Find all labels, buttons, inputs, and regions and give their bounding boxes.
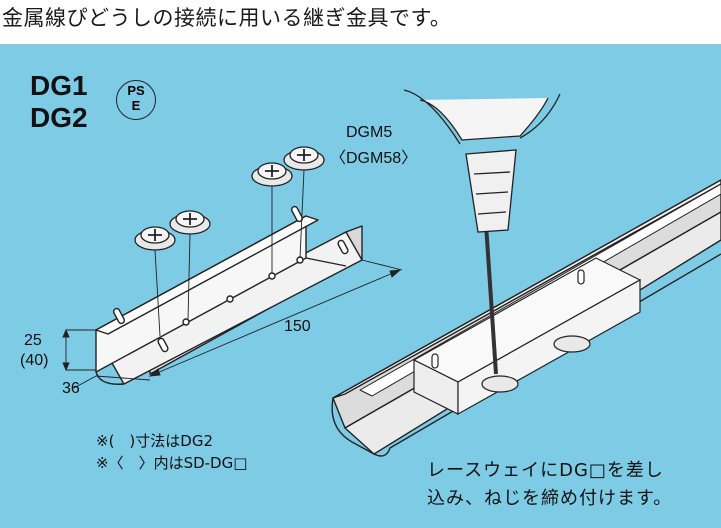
dimension-lines <box>62 259 403 389</box>
pse-mark-bottom: E <box>131 98 141 113</box>
inserted-connector <box>412 257 642 416</box>
screwdriver <box>403 89 561 375</box>
connector-bracket <box>95 205 363 385</box>
note-dg2: ※( )寸法はDG2 <box>96 432 213 450</box>
model-dg2: DG2 <box>30 102 88 133</box>
note-sd-dg: ※〈 〉内はSD-DG□ <box>96 454 248 472</box>
instruction-line-1: レースウェイにDG□を差し <box>427 460 664 481</box>
screw-model-label: DGM5 <box>346 124 393 141</box>
dim-height: 25 <box>24 332 42 349</box>
screw <box>283 146 325 171</box>
instruction-line-2: 込み、ねじを締め付けます。 <box>427 488 673 509</box>
illustration-panel: DG1 DG2 PS E DGM5 〈DGM58〉 25 (40) 36 150… <box>0 44 721 528</box>
pse-mark: PS E <box>116 80 156 120</box>
pse-mark-top: PS <box>127 83 145 98</box>
description-text: 金属線ぴどうしの接続に用いる継ぎ金具です。 <box>2 6 452 30</box>
screw-leaders <box>154 169 305 337</box>
dim-height-alt: (40) <box>20 352 49 369</box>
screw <box>169 210 211 235</box>
illustration <box>62 89 721 457</box>
screw <box>251 162 293 187</box>
model-dg1: DG1 <box>30 70 88 101</box>
screw <box>134 226 176 251</box>
dim-width: 36 <box>62 380 80 397</box>
dim-length: 150 <box>284 318 311 335</box>
screw-model-alt-label: 〈DGM58〉 <box>330 150 418 167</box>
